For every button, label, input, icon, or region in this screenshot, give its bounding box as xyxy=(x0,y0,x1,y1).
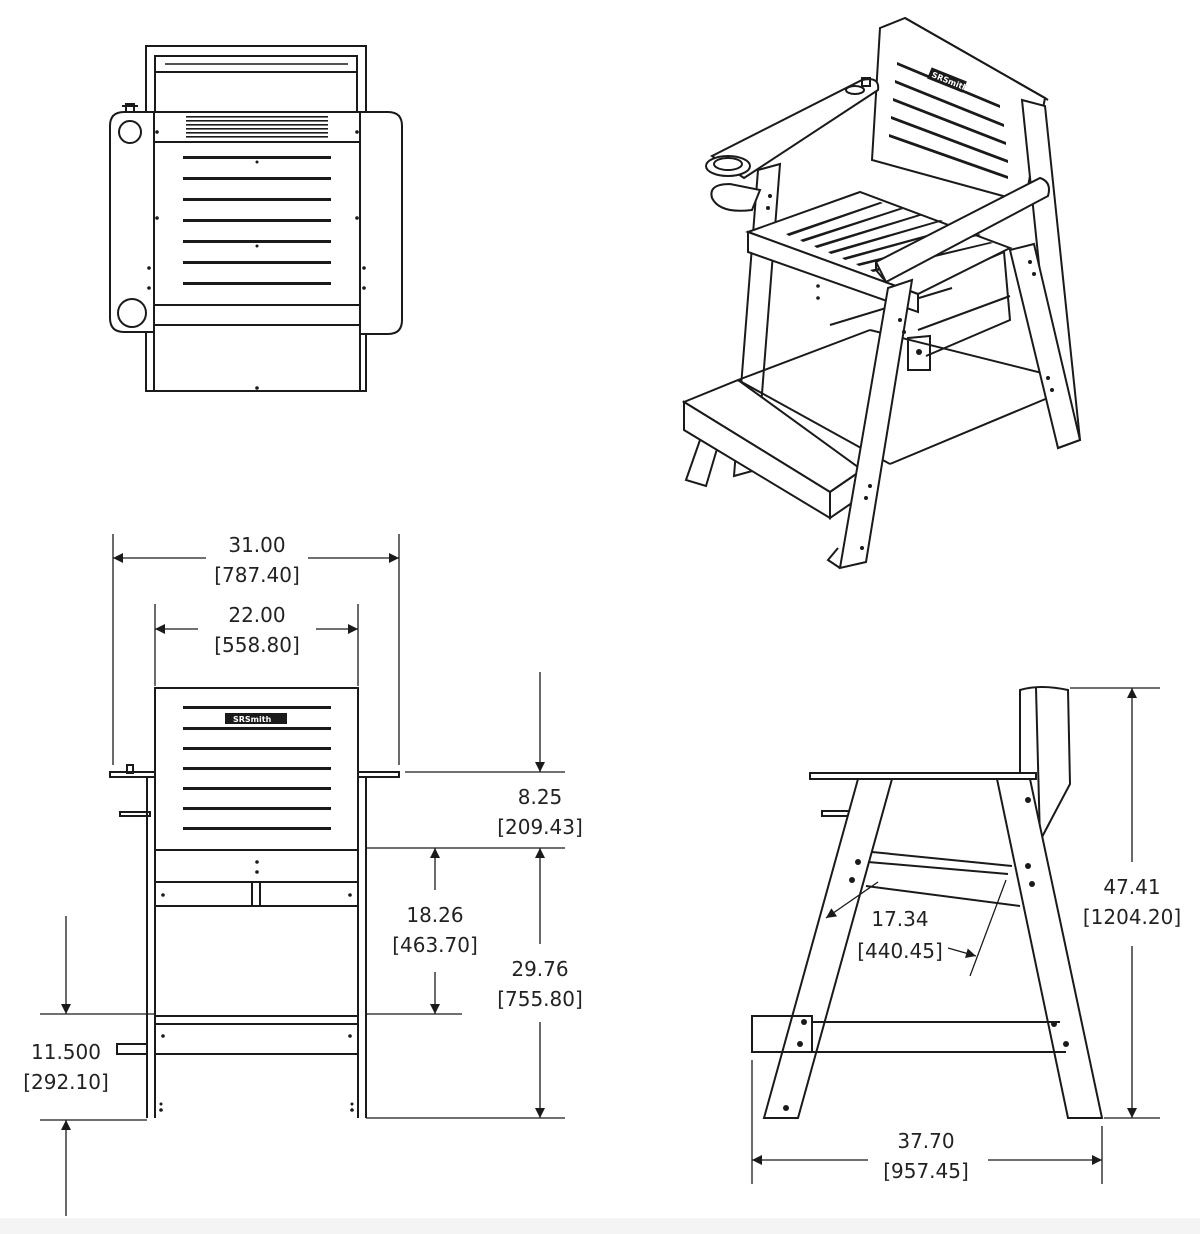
dim-seat-width-mm: [558.80] xyxy=(214,633,300,657)
side-view: 17.34 [440.45] 47.41 [1204.20] 37.70 [95… xyxy=(751,686,1181,1184)
front-view-logo: SRSmith xyxy=(233,715,272,724)
dim-overall-width-in: 31.00 xyxy=(228,533,285,557)
dim-back-above-arm-mm: [209.43] xyxy=(497,815,583,839)
dim-arm-to-footrest-mm: [463.70] xyxy=(392,933,478,957)
side-view-arm xyxy=(809,772,1037,780)
dim-footrest-height-in: 11.500 xyxy=(31,1040,101,1064)
dim-overall-height-in: 47.41 xyxy=(1103,875,1160,899)
top-view xyxy=(109,45,403,392)
dim-seat-depth-in: 17.34 xyxy=(871,907,928,931)
front-view-footrest xyxy=(154,1015,359,1055)
dim-arm-height-mm: [755.80] xyxy=(497,987,583,1011)
dim-arm-height-in: 29.76 xyxy=(511,957,568,981)
dim-seat-depth-mm: [440.45] xyxy=(857,939,943,963)
dim-overall-width-mm: [787.40] xyxy=(214,563,300,587)
front-view: SRSmith xyxy=(23,533,583,1216)
dim-footrest-height-mm: [292.10] xyxy=(23,1070,109,1094)
top-view-vent xyxy=(186,116,328,138)
dim-back-above-arm-in: 8.25 xyxy=(518,785,563,809)
dim-overall-depth-mm: [957.45] xyxy=(883,1159,969,1183)
dim-overall-depth-in: 37.70 xyxy=(897,1129,954,1153)
page-footer-strip xyxy=(0,1218,1200,1234)
top-view-right-arm xyxy=(359,111,403,335)
top-view-seat xyxy=(153,141,361,306)
top-view-footrest xyxy=(153,324,361,392)
cup-holder-icon xyxy=(118,120,142,144)
dim-arm-to-footrest-in: 18.26 xyxy=(406,903,463,927)
iso-seat xyxy=(745,190,1013,296)
dim-seat-width-in: 22.00 xyxy=(228,603,285,627)
top-view-frame xyxy=(145,45,367,392)
dim-overall-height-mm: [1204.20] xyxy=(1083,905,1181,929)
iso-right-arm xyxy=(874,176,1050,284)
isometric-view: SRSmith xyxy=(681,16,1082,570)
iso-backrest xyxy=(870,16,1047,204)
top-view-left-arm xyxy=(109,111,155,333)
cup-holder-icon xyxy=(117,298,147,328)
